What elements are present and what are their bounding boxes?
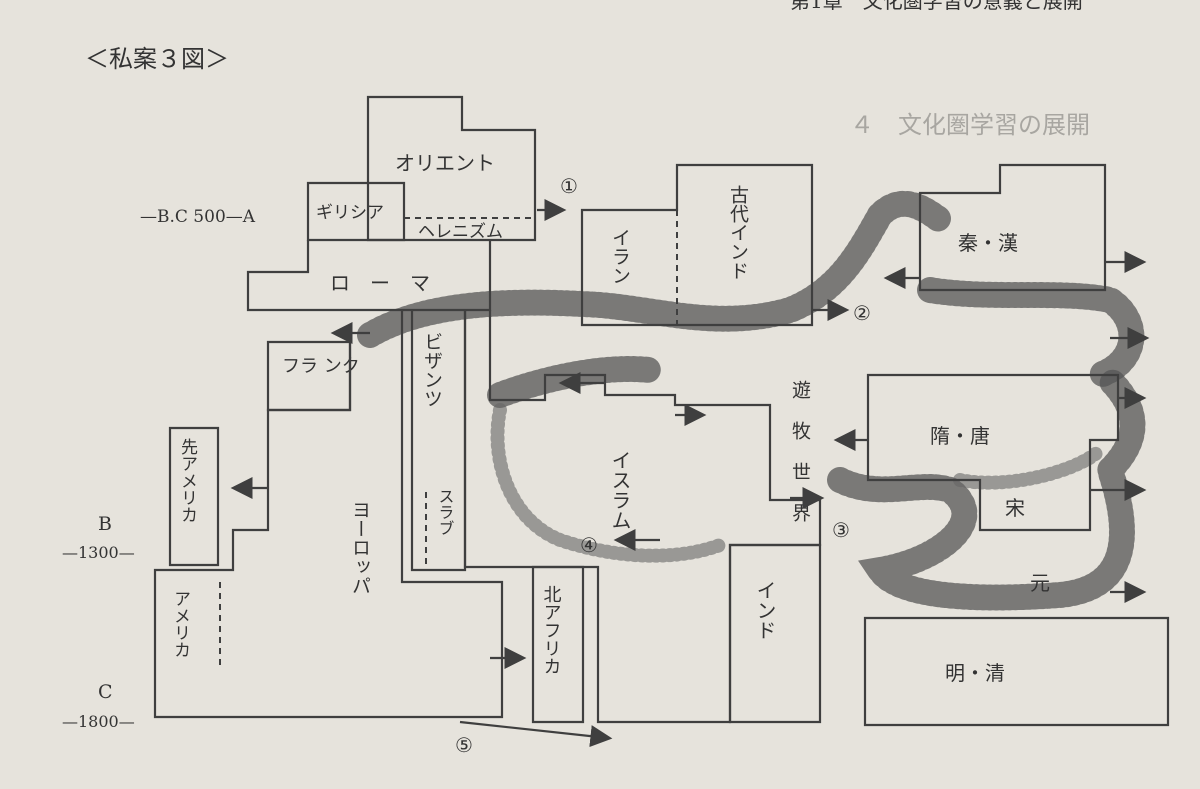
india-label: インド (753, 580, 777, 640)
greece-box (306, 181, 406, 242)
song-label: 宋 (1005, 496, 1025, 520)
era-b-letter: B (98, 513, 112, 535)
marker-4: ④ (580, 533, 598, 557)
india-box (728, 543, 822, 724)
marker-1: ① (560, 174, 578, 198)
europe-label: ヨーロッパ (349, 500, 371, 595)
greece-label: ギリシア (316, 203, 384, 223)
rome-label: ロ ー マ (330, 271, 430, 295)
rome-box (246, 240, 492, 312)
qin-han-box (918, 163, 1107, 292)
byzantine-label: ビザンツ (421, 332, 443, 408)
ming-qing-label: 明・清 (945, 661, 1005, 685)
slav-label: スラブ (436, 488, 455, 536)
europe-box (153, 310, 504, 719)
flow-arrows (230, 199, 1150, 748)
ancient-india-label: 古代インド (727, 185, 749, 280)
sui-tang-box (866, 373, 1120, 532)
pre-america-label: 先アメリカ (177, 438, 198, 523)
america-label: アメリカ (170, 590, 190, 658)
islam-label: イスラム (608, 450, 632, 530)
era-b-year: —1300— (62, 543, 135, 562)
figure-title: ＜私案３図＞ (85, 45, 229, 73)
pre-america-box (168, 426, 220, 567)
qin-han-label: 秦・漢 (958, 231, 1018, 255)
iran-label: イラン (609, 228, 631, 285)
frank-label: フラ ンク (282, 356, 360, 377)
islam-box (463, 310, 822, 724)
era-c-year: —1800— (62, 712, 135, 731)
stippled-bands (357, 190, 1146, 611)
yuan-label: 元 (1030, 571, 1050, 595)
marker-5: ⑤ (455, 733, 473, 757)
north-africa-label: 北アフリカ (541, 585, 562, 675)
marker-2: ② (853, 301, 871, 325)
orient-label: オリエント (395, 151, 495, 175)
ming-qing-box (863, 616, 1170, 727)
era-c-letter: C (98, 681, 113, 703)
era-a-marker: —B.C 500—A (140, 207, 256, 227)
marker-3: ③ (832, 518, 850, 542)
sui-tang-label: 隋・唐 (930, 424, 990, 448)
page-header: 第1章 文化圏学習の意義と展開 (790, 0, 1083, 13)
section-heading: ４ 文化圏学習の展開 (850, 111, 1090, 139)
hellenism-label: ヘレニズム (418, 222, 503, 242)
nomad-label: 遊牧世界 (789, 380, 811, 544)
